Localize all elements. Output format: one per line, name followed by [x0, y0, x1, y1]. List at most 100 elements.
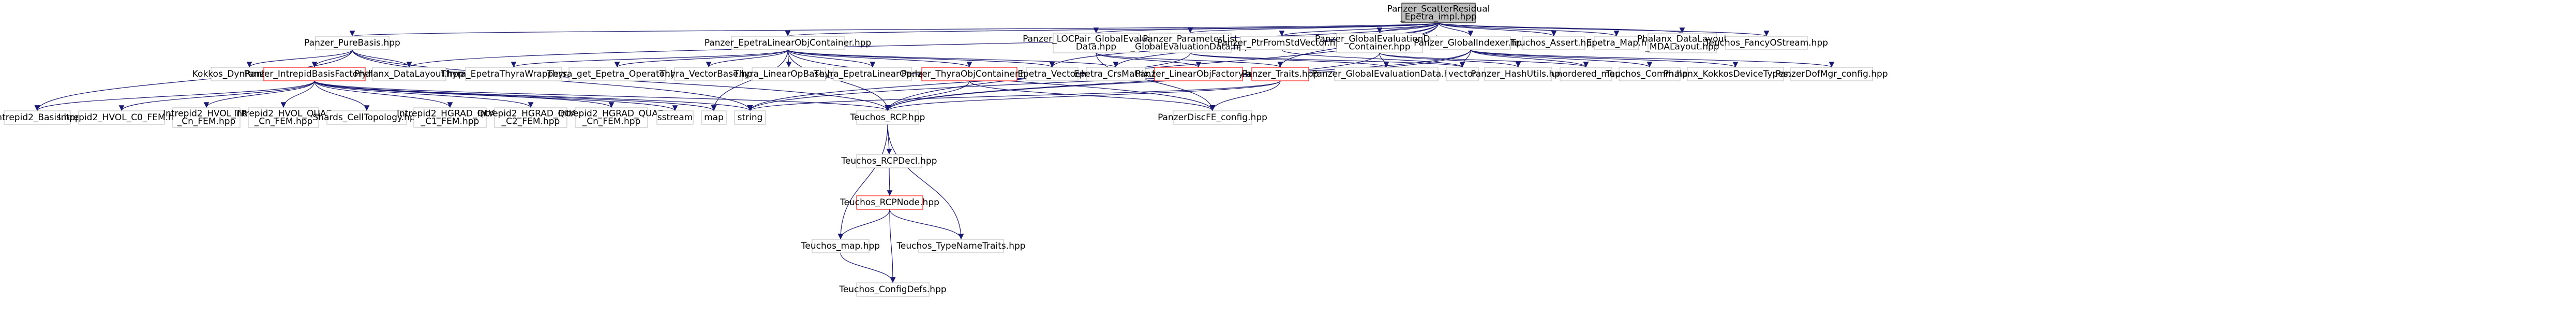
node-label: Intrepid2_HGRAD_QUAD	[397, 109, 503, 119]
node-box	[263, 67, 366, 81]
node-string[interactable]: string	[734, 110, 766, 125]
node-thyraobjcontainer[interactable]: Panzer_ThyraObjContainer.hpp	[902, 67, 1037, 81]
node-box	[812, 239, 870, 253]
node-box	[731, 36, 845, 50]
node-configdefs[interactable]: Teuchos_ConfigDefs.hpp	[838, 282, 947, 297]
node-sstream[interactable]: sstream	[656, 110, 694, 125]
edge-thyraobjcontainer-to-teuchosrcp	[885, 80, 970, 111]
node-box	[326, 110, 407, 125]
node-hvolquad[interactable]: Intrepid2_HVOL_QUAD_Cn_FEM.hpp	[234, 107, 333, 128]
edge-epetralinearobj-to-epetracrsmatrix	[787, 49, 1118, 68]
edge-purebasis-to-intrepidfactory	[311, 49, 353, 68]
node-panzertraits[interactable]: Panzer_Traits.hpp	[1242, 67, 1319, 81]
node-vector[interactable]: vector	[1446, 67, 1479, 81]
node-intrepidfactory[interactable]: Panzer_IntrepidBasisFactory.hpp	[244, 67, 385, 81]
node-label: sstream	[657, 112, 693, 123]
node-phalanxkokkos[interactable]: Phalanx_KokkosDeviceTypes.hpp	[1664, 67, 1808, 81]
node-box	[1173, 110, 1252, 125]
node-label: Panzer_GlobalEvaluationData	[1315, 34, 1444, 45]
node-box	[656, 110, 694, 125]
node-hgradquadcn[interactable]: Intrepid2_HGRAD_QUAD_Cn_FEM.hpp	[558, 107, 665, 128]
node-epetravector[interactable]: Epetra_Vector.h	[1017, 67, 1087, 81]
graph-nodes: Panzer_ScatterResidual_Epetra_impl.hppPa…	[0, 3, 1888, 297]
node-locpair[interactable]: Panzer_LOCPair_GlobalEvaluationData.hpp	[1023, 33, 1170, 53]
node-hgradquadc1[interactable]: Intrepid2_HGRAD_QUAD_C1_FEM.hpp	[397, 107, 503, 128]
edge-globalevalcontainer-to-hashutils	[1379, 52, 1521, 68]
edge-globalindexer-to-vector	[1459, 49, 1471, 68]
node-rcpdecl[interactable]: Teuchos_RCPDecl.hpp	[841, 154, 937, 168]
node-box	[1086, 67, 1146, 81]
node-thyragetepetra[interactable]: Thyra_get_Epetra_Operator.hpp	[547, 67, 687, 81]
node-rcpnode[interactable]: Teuchos_RCPNode.hpp	[840, 195, 939, 210]
node-ptrfromstdvector[interactable]: Panzer_PtrFromStdVector.hpp	[1217, 36, 1346, 50]
node-globalindexer[interactable]: Panzer_GlobalIndexer.hpp	[1414, 36, 1527, 50]
node-teuchosfancy[interactable]: Teuchos_FancyOStream.hpp	[1704, 36, 1828, 50]
node-hashutils[interactable]: Panzer_HashUtils.hpp	[1471, 67, 1566, 81]
node-discfeconfig[interactable]: PanzerDiscFE_config.hpp	[1158, 110, 1267, 125]
node-teuchoscomm[interactable]: Teuchos_Comm.hpp	[1605, 67, 1694, 81]
node-phalanxdatalayout[interactable]: Phalanx_DataLayout.hpp	[354, 67, 464, 81]
edge-purebasis-to-kokkosdynrank	[246, 49, 353, 68]
node-label: Teuchos_FancyOStream.hpp	[1704, 38, 1828, 48]
edge-panzertraits-to-teuchosrcp	[885, 80, 1281, 111]
node-epetramap[interactable]: Epetra_Map.h	[1586, 36, 1647, 50]
node-label: Teuchos_Assert.hpp	[1510, 38, 1597, 48]
node-label: Teuchos_RCPNode.hpp	[840, 197, 939, 208]
node-box	[1154, 67, 1243, 81]
node-box	[1401, 3, 1476, 23]
node-hvoltri[interactable]: Intrepid2_HVOL_TRI_Cn_FEM.hpp	[163, 107, 250, 128]
edge-rcpdecl-to-rcpnode	[887, 167, 893, 196]
node-label: _C2_FEM.hpp	[501, 117, 560, 127]
node-phalanxmdalayout[interactable]: Phalanx_DataLayout_MDALayout.hpp	[1637, 33, 1728, 53]
node-teuchosassert[interactable]: Teuchos_Assert.hpp	[1510, 36, 1597, 50]
node-hgradquadc2[interactable]: Intrepid2_HGRAD_QUAD_C2_FEM.hpp	[477, 107, 584, 128]
node-box	[172, 107, 241, 128]
node-thyraepetrathyra[interactable]: Thyra_EpetraThyraWrappers.hpp	[441, 67, 587, 81]
node-purebasis[interactable]: Panzer_PureBasis.hpp	[304, 36, 400, 50]
node-unorderedmap[interactable]: unordered_map	[1551, 67, 1621, 81]
node-thyravectorbase[interactable]: Thyra_VectorBase.hpp	[659, 67, 758, 81]
node-globalevaldata[interactable]: Panzer_GlobalEvaluationData.hpp	[1312, 67, 1461, 81]
node-box	[1594, 36, 1639, 50]
node-thyralinearopbase[interactable]: Thyra_LinearOpBase.hpp	[733, 67, 844, 81]
node-label: Teuchos_ConfigDefs.hpp	[838, 284, 946, 295]
node-typenametraits[interactable]: Teuchos_TypeNameTraits.hpp	[896, 239, 1026, 253]
node-epetracrsmatrix[interactable]: Epetra_CrsMatrix.h	[1074, 67, 1158, 81]
node-epetralinearop[interactable]: Thyra_EpetraLinearOp.hpp	[813, 67, 932, 81]
edge-globalindexer-to-unorderedmap	[1470, 49, 1589, 68]
edge-intrepidfactory-to-sstream	[314, 80, 678, 111]
node-paramlist[interactable]: Panzer_ParameterList_GlobalEvaluationDat…	[1130, 33, 1250, 53]
node-teuchosrcp[interactable]: Teuchos_RCP.hpp	[850, 110, 925, 125]
node-shardscell[interactable]: Shards_CellTopology.hpp	[313, 110, 421, 125]
node-hvolc0fem[interactable]: Intrepid2_HVOL_C0_FEM.hpp	[58, 110, 185, 125]
edge-purebasis-to-phalanxdatalayout	[352, 49, 412, 68]
node-box	[856, 282, 930, 297]
node-label: Panzer_IntrepidBasisFactory.hpp	[244, 69, 385, 79]
node-epetralinearobj[interactable]: Panzer_EpetraLinearObjContainer.hpp	[705, 36, 872, 50]
node-map[interactable]: map	[701, 110, 727, 125]
edge-epetralinearobj-to-thyragetepetra	[614, 49, 788, 68]
node-dofmgrconfig[interactable]: PanzerDofMgr_config.hpp	[1775, 67, 1888, 81]
node-box	[1240, 36, 1324, 50]
node-label: map	[704, 112, 724, 123]
node-label: _Cn_FEM.hpp	[582, 117, 641, 127]
edge-rcpnode-to-teuchosmap	[837, 209, 890, 240]
node-label: _Cn_FEM.hpp	[254, 117, 313, 127]
node-label: Epetra_Map.h	[1586, 38, 1647, 48]
node-label: Panzer_HashUtils.hpp	[1471, 69, 1566, 79]
edge-root-to-globalindexer	[1438, 22, 1474, 37]
node-label: PanzerDiscFE_config.hpp	[1158, 112, 1267, 123]
edge-rcpnode-to-typenametraits	[889, 209, 964, 240]
node-intrepidbasis[interactable]: Intrepid2_Basis.hpp	[0, 110, 81, 125]
edge-teuchosrcp-to-typenametraits	[887, 124, 964, 240]
node-box	[1560, 67, 1612, 81]
node-linearobjfactory[interactable]: Panzer_LinearObjFactory.hpp	[1135, 67, 1262, 81]
node-box	[315, 36, 390, 50]
edge-rcpnode-to-configdefs	[889, 209, 896, 283]
node-box	[1053, 33, 1140, 53]
node-box	[465, 67, 562, 81]
node-label: Panzer_EpetraLinearObjContainer.hpp	[705, 38, 872, 48]
node-teuchosmap[interactable]: Teuchos_map.hpp	[801, 239, 880, 253]
